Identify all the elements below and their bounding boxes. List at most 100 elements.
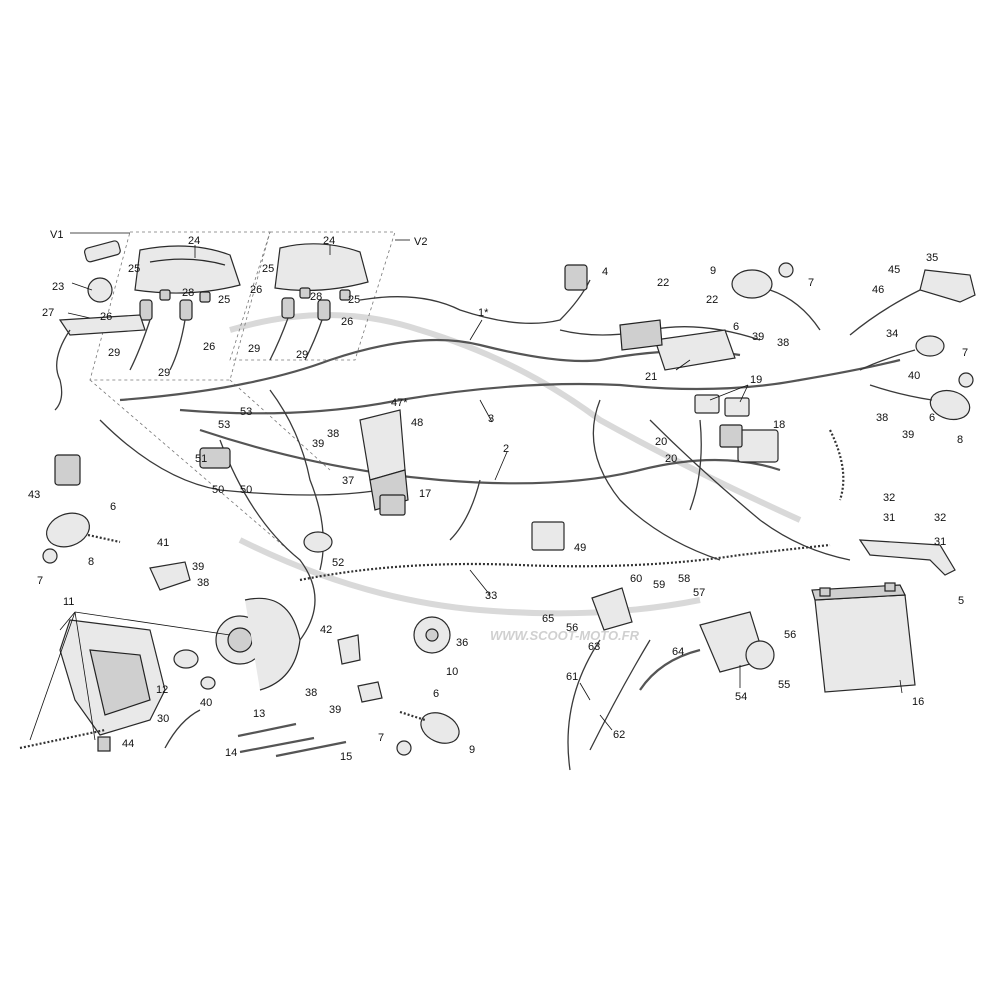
ecu-module (359, 409, 409, 516)
callout-47: 47* (391, 397, 408, 409)
callout-62: 62 (613, 729, 625, 741)
dashboard-v2 (269, 243, 369, 361)
callout-8: 8 (957, 434, 963, 446)
callout-labels: 24 24 25 25 25 25 26 26 26 26 28 28 29 2… (28, 235, 968, 763)
callout-25: 25 (348, 294, 360, 306)
callout-31: 31 (883, 512, 895, 524)
headlight-screw (19, 728, 106, 750)
callout-6: 6 (433, 688, 439, 700)
callout-5: 5 (958, 595, 964, 607)
callout-28: 28 (182, 287, 194, 299)
callout-57: 57 (693, 587, 705, 599)
callout-28: 28 (310, 291, 322, 303)
callout-6: 6 (929, 412, 935, 424)
callout-32: 32 (883, 492, 895, 504)
headlight-bulb (173, 649, 199, 669)
callout-44: 44 (122, 738, 134, 750)
callout-40: 40 (908, 370, 920, 382)
callout-8: 8 (88, 556, 94, 568)
callout-16: 16 (912, 696, 924, 708)
callout-18: 18 (773, 419, 785, 431)
callout-65: 65 (542, 613, 554, 625)
callout-34: 34 (886, 328, 898, 340)
headlight-unit (59, 597, 301, 736)
callout-53: 53 (218, 419, 230, 431)
callout-42: 42 (320, 624, 332, 636)
bulb-7d (396, 740, 412, 756)
callout-29: 29 (158, 367, 170, 379)
cable-tie-14 (239, 736, 315, 754)
clip-nut (97, 736, 111, 752)
callout-22: 22 (706, 294, 718, 306)
cable-tie-13 (237, 722, 297, 738)
callout-39: 39 (192, 561, 204, 573)
callout-12: 12 (156, 684, 168, 696)
bulb-7b (778, 262, 794, 278)
callout-43: 43 (28, 489, 40, 501)
callout-32: 32 (934, 512, 946, 524)
variant-outlines (70, 231, 410, 561)
callout-2: 2 (503, 443, 509, 455)
callout-7: 7 (808, 277, 814, 289)
callout-54: 54 (735, 691, 747, 703)
fuse-box (531, 521, 565, 551)
bracket-41 (149, 561, 191, 591)
callout-20: 20 (665, 453, 677, 465)
horn (413, 616, 451, 654)
dashboard-v1 (129, 245, 241, 371)
callout-7: 7 (37, 575, 43, 587)
callout-36: 36 (456, 637, 468, 649)
spiral-sheath-right (829, 429, 845, 501)
pilot-bulb (200, 676, 216, 690)
bulb-7c (958, 372, 974, 388)
callout-1: 1* (478, 307, 489, 319)
callout-24: 24 (188, 235, 200, 247)
cable-tie-15 (275, 740, 347, 758)
callout-6: 6 (733, 321, 739, 333)
spiral-sheath (299, 543, 831, 582)
license-light (859, 335, 945, 371)
relay-block (694, 394, 779, 463)
battery (811, 582, 916, 693)
callout-30: 30 (157, 713, 169, 725)
callout-4: 4 (602, 266, 608, 278)
callout-14: 14 (225, 747, 237, 759)
callout-37: 37 (342, 475, 354, 487)
callout-3: 3 (488, 413, 494, 425)
callout-15: 15 (340, 751, 352, 763)
sensor-4 (564, 264, 588, 291)
callout-21: 21 (645, 371, 657, 383)
callout-39: 39 (329, 704, 341, 716)
callout-7: 7 (378, 732, 384, 744)
connector-51 (199, 447, 231, 469)
callout-26: 26 (250, 284, 262, 296)
callout-7: 7 (962, 347, 968, 359)
leader-lines (29, 245, 903, 741)
callout-11: 11 (63, 596, 74, 608)
variant-v1-label: V1 (50, 229, 63, 241)
starter-relay (591, 587, 633, 631)
taillight (849, 269, 976, 336)
callout-39: 39 (752, 331, 764, 343)
callout-56: 56 (784, 629, 796, 641)
callout-38: 38 (777, 337, 789, 349)
callout-9: 9 (710, 265, 716, 277)
callout-61: 61 (566, 671, 578, 683)
callout-51: 51 (195, 453, 207, 465)
callout-25: 25 (128, 263, 140, 275)
callout-29: 29 (296, 349, 308, 361)
callout-29: 29 (108, 347, 120, 359)
callout-41: 41 (157, 537, 169, 549)
callout-10: 10 (446, 666, 458, 678)
turn-signal-front-left (46, 512, 121, 548)
callout-64: 64 (672, 646, 684, 658)
callout-45: 45 (888, 264, 900, 276)
callout-46: 46 (872, 284, 884, 296)
callout-20: 20 (655, 436, 667, 448)
callout-23: 23 (52, 281, 64, 293)
callout-49: 49 (574, 542, 586, 554)
callout-29: 29 (248, 343, 260, 355)
callout-38: 38 (305, 687, 317, 699)
callout-50: 50 (212, 484, 224, 496)
